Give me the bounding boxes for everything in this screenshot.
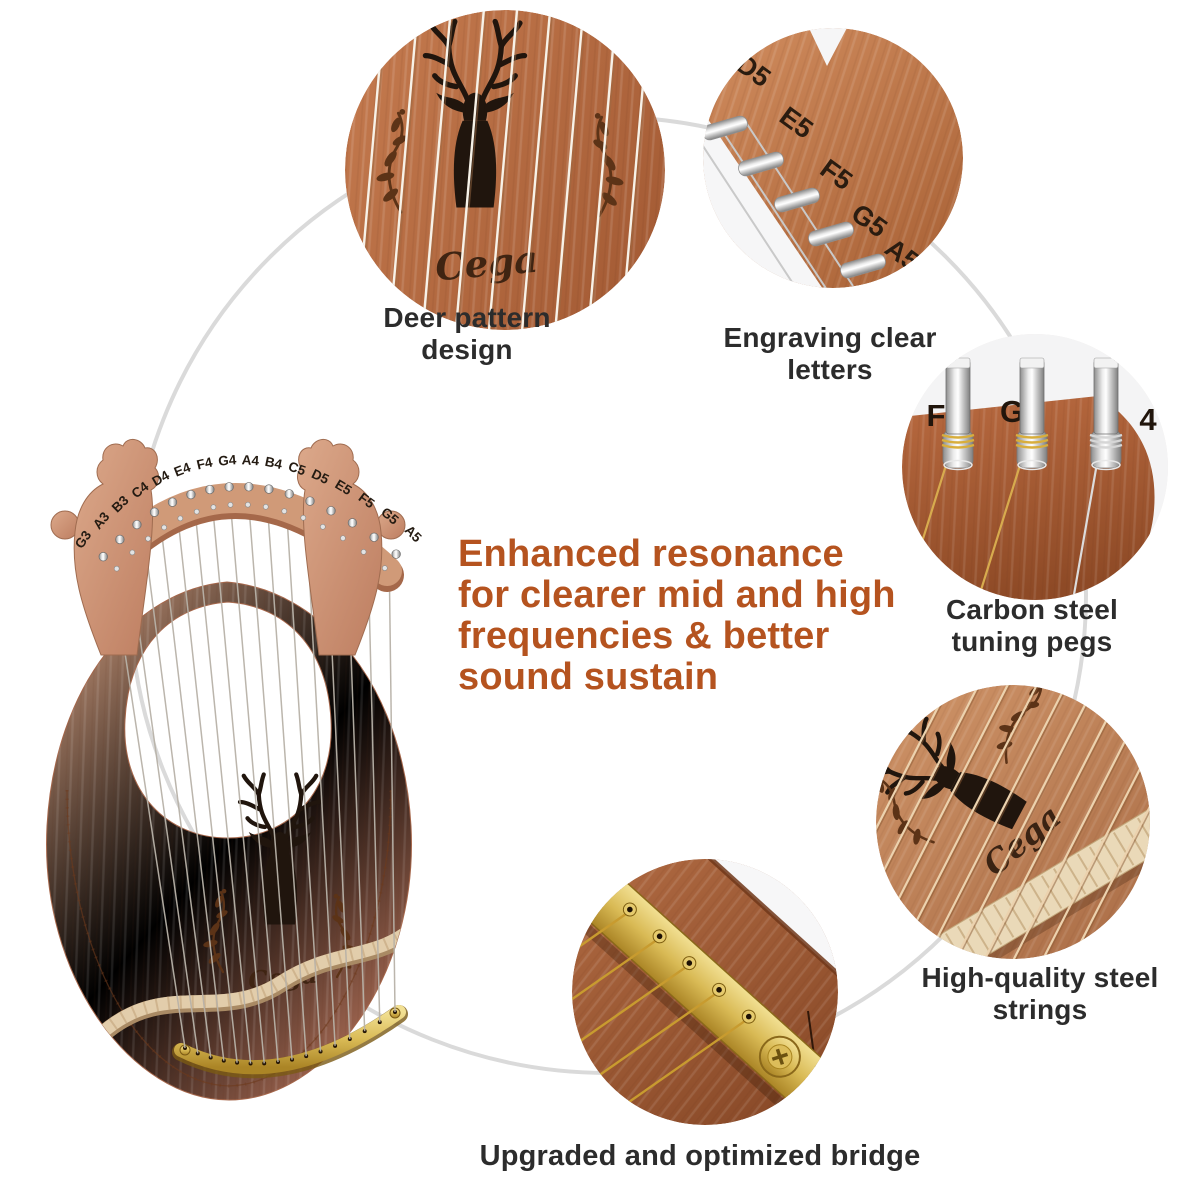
bridge-callout-label: Upgraded and optimized bridge [430,1140,970,1173]
svg-text:C5: C5 [286,459,308,479]
wood-grain [46,582,412,1100]
label-line: Upgraded and optimized bridge [479,1140,921,1172]
letters-callout-label: Engraving clear letters [690,322,970,386]
label-line: Engraving clear [723,322,937,353]
gold-tailpiece [172,1005,408,1079]
svg-text:G4: G4 [218,452,238,468]
svg-text:B4: B4 [264,454,284,472]
label-line: Deer pattern [383,302,551,333]
svg-text:4: 4 [1139,402,1157,437]
label-line: Carbon steel [946,594,1118,625]
gold-bridge [572,859,838,1125]
left-arm [73,439,159,656]
callout-deer-circle: Cega [345,10,665,330]
svg-text:A4: A4 [241,452,260,468]
headstock-notch [807,28,849,66]
headline-line: frequencies & better [458,615,830,657]
carbon-steel-pegs [902,357,1123,600]
right-arm [297,439,383,656]
strings-overlay [355,10,653,330]
lyre-harp-illustration: Cega [46,439,425,1101]
tuning-pegs [98,482,401,562]
headline-line: sound sustain [458,656,719,698]
soundboard-edge [698,859,838,987]
headline-line: Enhanced resonance [458,533,844,575]
callout-bridge-circle [572,859,838,1125]
label-line: design [421,334,513,366]
deer-callout-label: Deer pattern design [327,302,607,366]
vine-border-engraving [66,789,392,1087]
wooden-bridge [94,917,412,1043]
svg-text:E4: E4 [172,459,193,479]
lyre-harp-photo: Cega [15,430,435,1120]
harp-arms [50,439,406,656]
callout-strings-circle: Cega [876,685,1150,959]
label-line: strings [992,994,1088,1026]
label-line: High-quality steel [921,962,1159,993]
label-line: letters [787,354,873,386]
pegs-callout-label: Carbon steel tuning pegs [892,594,1172,658]
brand-engraving: Cega [433,237,539,290]
svg-text:F4: F4 [195,454,214,472]
vine-leaves-engraving [65,789,393,1088]
string-pins [113,501,388,572]
headline-line: for clearer mid and high [458,574,896,616]
chrome-pegs [703,115,886,279]
label-line: tuning pegs [951,626,1113,658]
svg-text:D5: D5 [309,466,331,487]
headline: Enhanced resonance for clearer mid and h… [458,534,903,698]
svg-text:F: F [927,398,946,433]
strings-callout-label: High-quality steel strings [860,962,1200,1026]
